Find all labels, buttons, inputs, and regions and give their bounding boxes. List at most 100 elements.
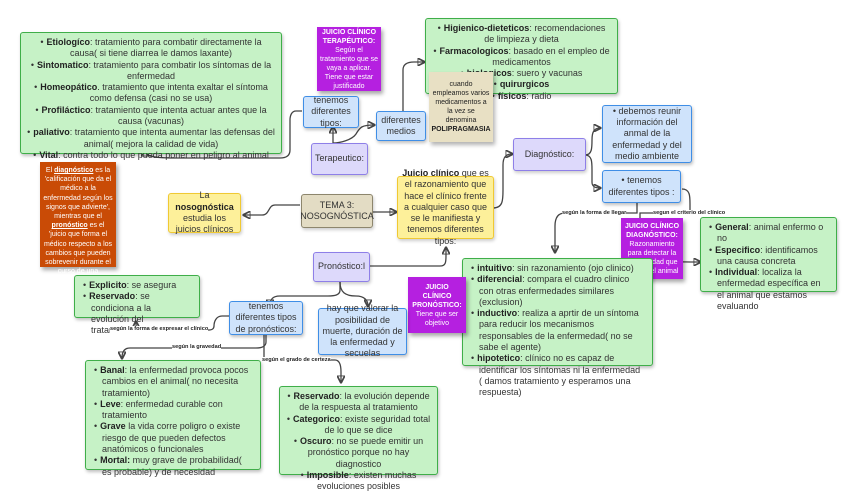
list-item-term: Vital bbox=[39, 149, 59, 160]
node-label: Juicio clínico que es el razonamiento qu… bbox=[401, 168, 490, 247]
list-item-desc: . tratamiento que intenta exaltar el sín… bbox=[89, 82, 268, 104]
edge-diagnostico-to-tipos bbox=[584, 154, 600, 188]
bullet-icon: • bbox=[286, 413, 291, 424]
edge-pronostico-to-juicio bbox=[369, 248, 446, 267]
diagnostico-forma-list: •intuitivo: sin razonamiento (ojo clinic… bbox=[462, 258, 653, 397]
bullet-icon: • bbox=[471, 308, 475, 319]
list-item-term: General bbox=[715, 222, 749, 232]
list-item: •Higienico-dieteticos: recomendaciones d… bbox=[432, 23, 611, 46]
note-term-diagnostico: diagnóstico bbox=[54, 167, 94, 174]
bullet-icon: • bbox=[287, 391, 291, 401]
list-item-desc: : compara el cuadro clinico con otras en… bbox=[479, 274, 630, 307]
bullet-icon: • bbox=[27, 127, 31, 138]
list-item-term: hipotetico bbox=[477, 353, 521, 364]
list-item-term: Homeopático bbox=[40, 82, 98, 93]
diagnostico-node[interactable]: Diagnóstico: bbox=[513, 138, 586, 171]
list-item: •Vital: contra todo lo que pueda poner e… bbox=[27, 150, 275, 161]
bullet-icon: • bbox=[40, 37, 44, 47]
pronostico-certeza-list: •Reservado: la evolución depende de la r… bbox=[279, 386, 438, 491]
bullet-icon: • bbox=[83, 291, 87, 302]
list-item-desc: : realiza a aprtir de un síntoma para re… bbox=[479, 308, 639, 353]
list-item-term: paliativo bbox=[33, 127, 70, 138]
list-item-desc: : tratamiento que intenta aumentar las d… bbox=[69, 127, 275, 149]
list-item-term: quirurgicos bbox=[499, 79, 550, 90]
list-item-term: Sintomatico bbox=[37, 59, 89, 70]
list-item-desc: : tratamiento para combatir directamente… bbox=[69, 37, 262, 59]
bullet-icon: • bbox=[94, 365, 98, 375]
note-juicio-pronostico: JUICIO CLÍNICO PRONÓSTICO: Tiene que ser… bbox=[408, 277, 466, 333]
diagnostico-reunir-node[interactable]: • debemos reunir información del anmal d… bbox=[602, 105, 692, 163]
list-item-desc: : sin razonamiento (ojo clinico) bbox=[512, 263, 634, 273]
note-term-pronostico: pronóstico bbox=[51, 222, 88, 230]
bullet-icon: • bbox=[94, 455, 98, 466]
list-item-desc: : se asegura bbox=[126, 280, 177, 290]
list-item: •intuitivo: sin razonamiento (ojo clinic… bbox=[471, 263, 644, 274]
bullet-icon: • bbox=[35, 104, 39, 115]
text-bold: nosognóstica bbox=[175, 201, 234, 212]
text: que es el razonamiento que hace el clíni… bbox=[403, 167, 489, 246]
list-item: •diferencial: compara el cuadro clinico … bbox=[471, 274, 644, 308]
node-label: tenemos diferentes tipos de pronósticos: bbox=[235, 301, 297, 334]
list-item: •inductivo: realiza a aprtir de un sínto… bbox=[471, 308, 644, 353]
list-item: •Oscuro: no se puede emitir un pronóstic… bbox=[286, 436, 431, 470]
list-item-term: diferencial bbox=[477, 274, 523, 285]
edge-medios-to-means-list bbox=[402, 62, 424, 112]
pronostico-gravedad-list: •Banal: la enfermedad provoca pocos camb… bbox=[85, 360, 261, 477]
bullet-icon: • bbox=[83, 280, 87, 290]
list-item-desc: : suero y vacunas bbox=[511, 68, 583, 79]
bullet-icon: • bbox=[437, 23, 441, 33]
bullet-icon: • bbox=[709, 267, 713, 278]
list-item-desc: : animal enfermo o no bbox=[717, 222, 824, 244]
juicio-clinico-node[interactable]: Juicio clínico que es el razonamiento qu… bbox=[397, 168, 494, 246]
list-item-term: Reservado bbox=[89, 291, 136, 302]
list-item: •Farmacologicos: basado en el empleo de … bbox=[432, 46, 611, 69]
bullet-icon: • bbox=[433, 45, 437, 56]
nosognostica-definition[interactable]: La nosognóstica estudia los juicios clín… bbox=[168, 190, 241, 235]
bullet-icon: • bbox=[471, 353, 475, 364]
note-polipragmasia: cuando empleamos varios medicamentos a l… bbox=[429, 72, 493, 142]
list-item-desc: : radio bbox=[526, 90, 552, 101]
bullet-icon: • bbox=[33, 149, 37, 160]
edge-label-gravedad: según la gravedad bbox=[172, 344, 222, 351]
list-item-desc: : tratamiento que intenta actuar antes q… bbox=[90, 104, 267, 127]
list-item: •hipotetico: clínico no es capaz de iden… bbox=[471, 353, 644, 398]
list-item-desc: muy grave de probabilidad( es probable) … bbox=[102, 455, 242, 477]
note-text: cuando empleamos varios medicamentos a l… bbox=[432, 81, 490, 124]
bullet-icon: • bbox=[300, 470, 304, 481]
edge-pronostico-to-tipos bbox=[270, 280, 341, 306]
edge-tipos-to-therapy-list bbox=[145, 110, 302, 159]
pronostico-tipos-node[interactable]: tenemos diferentes tipos de pronósticos: bbox=[229, 301, 303, 335]
list-item-term: Especifico bbox=[715, 244, 761, 255]
list-item: •Categorico: existe seguridad total de l… bbox=[286, 414, 431, 437]
node-label: • tenemos diferentes tipos : bbox=[605, 175, 678, 198]
bullet-icon: • bbox=[471, 263, 475, 273]
diagnostico-tipos-node[interactable]: • tenemos diferentes tipos : bbox=[602, 170, 681, 203]
list-item-term: Reservado bbox=[293, 391, 340, 401]
list-item-term: Grave bbox=[100, 421, 126, 432]
list-item-term: intuitivo bbox=[477, 263, 513, 273]
therapy-types-list: •Etiologíco: tratamiento para combatir d… bbox=[20, 32, 282, 160]
list-item-desc: : recomendaciones de limpieza y dieta bbox=[484, 23, 606, 45]
list-item-term: Mortal: bbox=[100, 455, 131, 466]
node-label: Pronóstico:l bbox=[317, 261, 366, 272]
terapeutico-tipos-node[interactable]: tenemos diferentes tipos: bbox=[303, 95, 359, 128]
pronostico-valorar-node[interactable]: hay que valorar la posibilidad de muerte… bbox=[318, 303, 407, 358]
bullet-icon: • bbox=[709, 244, 713, 255]
pronostico-node[interactable]: Pronóstico:l bbox=[313, 252, 370, 282]
bullet-icon: • bbox=[491, 90, 495, 101]
list-item-term: Etiologíco bbox=[46, 37, 91, 47]
list-item-desc: : clínico no es capaz de identificar los… bbox=[479, 353, 641, 398]
list-item: •paliativo: tratamiento que intenta aume… bbox=[27, 127, 275, 150]
central-topic[interactable]: TEMA 3: NOSOGNÓSTICA bbox=[300, 194, 374, 228]
list-item-desc: : localiza la enfermedad específica en e… bbox=[717, 267, 821, 312]
text: debemos reunir información del anmal de … bbox=[612, 105, 682, 161]
bullet: • bbox=[621, 175, 628, 186]
list-item-desc: : basado en el empleo de medicamentos bbox=[492, 45, 610, 67]
bullet-icon: • bbox=[471, 274, 475, 285]
terapeutico-node[interactable]: Terapeutico: bbox=[311, 143, 368, 175]
terapeutico-medios-node[interactable]: diferentes medios bbox=[376, 111, 426, 141]
note-text: Según el tratamiento que se vaya a aplic… bbox=[320, 46, 378, 90]
text: estudia los juicios clínicos bbox=[175, 213, 234, 235]
list-item: •Imposible: existen muchas evoluciones p… bbox=[286, 470, 431, 493]
edge-pron-tipos-to-gravedad bbox=[122, 334, 267, 358]
